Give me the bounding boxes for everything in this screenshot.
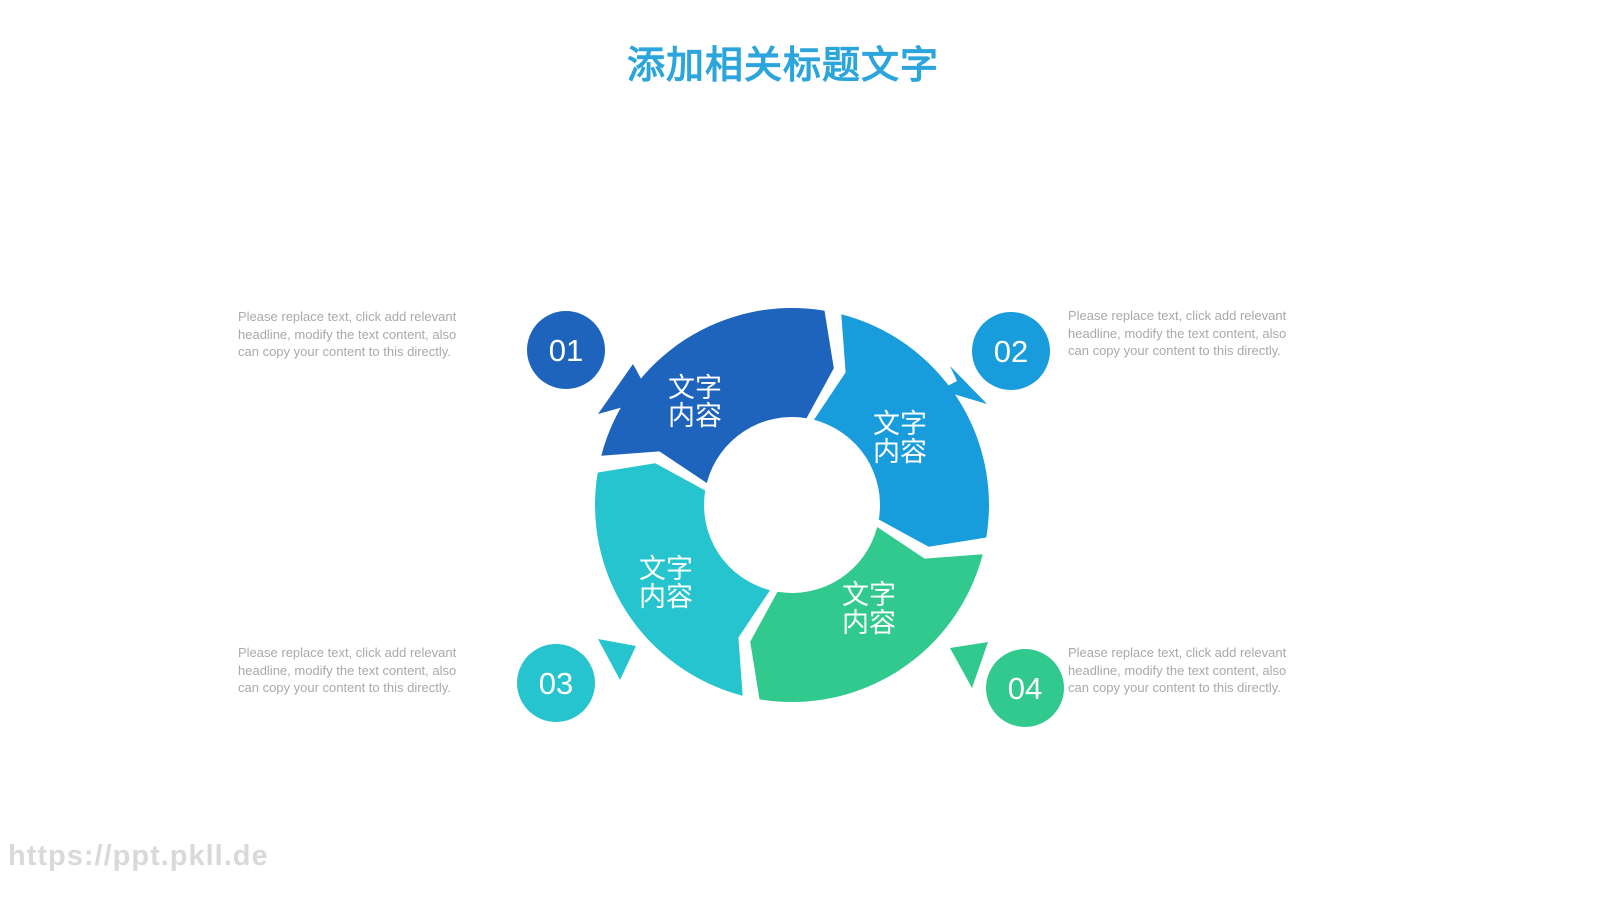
step-02-label: 文字内容 (873, 409, 927, 467)
step-04-label: 文字内容 (842, 580, 896, 638)
step-04-number: 04 (1008, 671, 1042, 706)
step-01-description: Please replace text, click add relevant … (238, 309, 457, 359)
watermark-link[interactable]: https://ppt.pkll.de (8, 840, 269, 872)
step-02-label-line1: 文字 (873, 409, 927, 439)
arrowhead-accent-step-04-icon (950, 642, 988, 688)
step-03-description: Please replace text, click add relevant … (238, 645, 457, 695)
step-01-label: 文字内容 (668, 373, 722, 431)
step-01-badge (527, 311, 605, 389)
arrowhead-accent-step-03-icon (598, 639, 636, 680)
step-03-number: 03 (539, 666, 573, 701)
step-03-badge (517, 644, 595, 722)
step-02-label-line2: 内容 (873, 437, 927, 467)
step-03-label: 文字内容 (639, 554, 693, 612)
step-04-description: Please replace text, click add relevant … (1068, 645, 1287, 695)
step-03-label-line2: 内容 (639, 582, 693, 612)
arrowhead-accent-step-01-icon (598, 364, 652, 414)
cycle-arrow-step-04 (750, 527, 983, 702)
cycle-arrow-step-02 (814, 314, 989, 547)
step-04-badge (986, 649, 1064, 727)
step-01-label-line1: 文字 (668, 373, 722, 403)
step-04-label-line2: 内容 (842, 608, 896, 638)
step-04-label-line1: 文字 (842, 580, 896, 610)
step-01-number: 01 (549, 333, 583, 368)
cycle-arrow-step-01 (601, 308, 834, 483)
arrowhead-accent-step-02-icon (940, 366, 987, 404)
step-01-label-line2: 内容 (668, 401, 722, 431)
slide-title: 添加相关标题文字 (626, 45, 940, 87)
step-02-badge (972, 312, 1050, 390)
cycle-arrow-step-03 (595, 463, 770, 696)
step-02-number: 02 (994, 334, 1028, 369)
step-02-description: Please replace text, click add relevant … (1068, 308, 1287, 358)
step-03-label-line1: 文字 (639, 554, 693, 584)
